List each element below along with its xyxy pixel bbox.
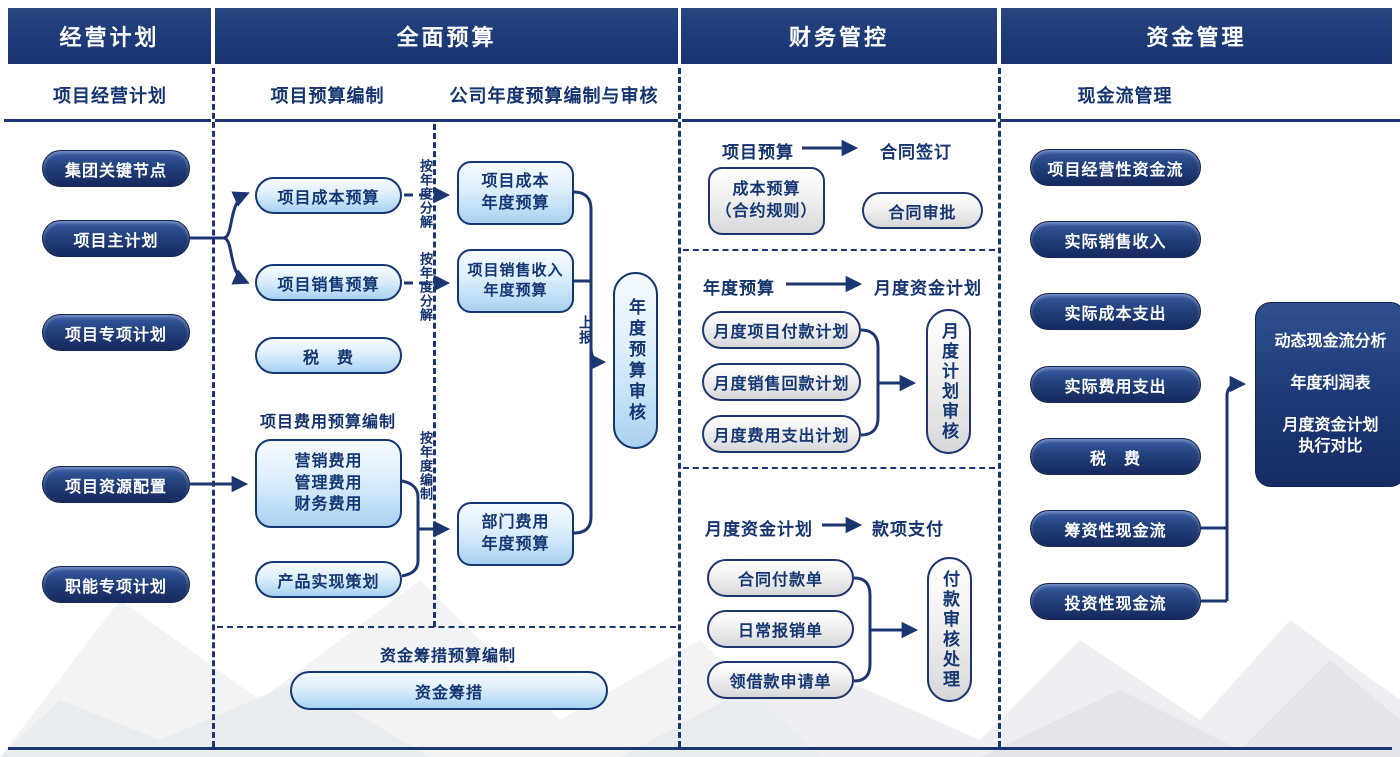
label-report-up: 上报 — [578, 315, 594, 345]
pill-monthly-sales-collection-plan: 月度销售回款计划 — [702, 363, 861, 401]
pill-monthly-plan-review: 月度计划审核 — [926, 309, 971, 454]
pill-project-master-plan: 项目主计划 — [42, 220, 190, 257]
pill-project-sales-budget: 项目销售预算 — [255, 264, 402, 301]
pill-functional-special-plan: 职能专项计划 — [42, 566, 190, 603]
pill-tax-fund: 税 费 — [1030, 438, 1201, 475]
pill-payment-review-processing: 付款审核处理 — [927, 557, 972, 702]
rule-col3 — [682, 119, 996, 122]
pill-daily-reimbursement-slip: 日常报销单 — [707, 610, 854, 648]
divider-budget-inner — [433, 124, 436, 627]
pill-investing-cash-flow: 投资性现金流 — [1030, 583, 1201, 620]
pill-project-operating-cash-flow: 项目经营性资金流 — [1030, 149, 1201, 186]
pill-contract-approval: 合同审批 — [862, 192, 983, 229]
header-fund-management: 资金管理 — [1001, 8, 1392, 64]
label-monthly-fund-plan-2: 月度资金计划 — [705, 520, 813, 539]
divider-col3-col4 — [998, 68, 1001, 747]
box-annual-sales-budget: 项目销售收入 年度预算 — [457, 249, 574, 313]
analysis-line-1: 动态现金流分析 — [1274, 333, 1387, 351]
box-dynamic-cash-flow-analysis: 动态现金流分析 年度利润表 月度资金计划 执行对比 — [1255, 302, 1400, 487]
subtitle-cash-flow-management: 现金流管理 — [1077, 86, 1173, 106]
label-compile-by-year: 按年度编制 — [418, 430, 433, 501]
connector-expense-brace — [401, 479, 420, 578]
pill-monthly-expense-payout-plan: 月度费用支出计划 — [702, 415, 861, 453]
pill-actual-expense-payout: 实际费用支出 — [1030, 366, 1201, 403]
pill-project-special-plan: 项目专项计划 — [42, 314, 190, 351]
pill-project-resource-allocation: 项目资源配置 — [42, 466, 190, 503]
pill-project-cost-budget: 项目成本预算 — [255, 177, 402, 214]
subtitle-project-budgeting: 项目预算编制 — [270, 86, 385, 106]
connector-payment-brace — [853, 576, 872, 683]
label-decompose-by-year-2: 按年度分解 — [418, 252, 433, 322]
label-payment: 款项支付 — [872, 520, 944, 539]
rule-col1 — [4, 119, 211, 122]
label-fundraising-budgeting: 资金筹措预算编制 — [379, 648, 516, 665]
box-expense-items: 营销费用 管理费用 财务费用 — [255, 439, 402, 528]
pill-tax-budget: 税 费 — [255, 337, 402, 374]
label-project-budget: 项目预算 — [722, 143, 794, 162]
header-budget: 全面预算 — [215, 8, 678, 64]
label-monthly-fund-plan: 月度资金计划 — [874, 279, 982, 298]
connector-master-plan-to-sales — [223, 236, 250, 285]
connector-monthly-brace — [860, 328, 880, 437]
pill-annual-budget-review: 年度预算审核 — [613, 272, 658, 449]
box-annual-cost-budget: 项目成本 年度预算 — [457, 161, 574, 225]
pill-product-realization-plan: 产品实现策划 — [255, 561, 402, 598]
header-financial-control: 财务管控 — [681, 8, 997, 64]
connector-report-arrow — [589, 347, 607, 371]
divider-col1-col2 — [212, 68, 215, 747]
subtitle-company-annual-budget: 公司年度预算编制与审核 — [449, 86, 659, 106]
pill-loan-application-slip: 领借款申请单 — [707, 661, 854, 699]
connector-annual-brace — [573, 190, 593, 535]
connector-to-analysis-box — [1225, 375, 1247, 601]
pill-group-key-nodes: 集团关键节点 — [42, 150, 190, 187]
pill-contract-payment-slip: 合同付款单 — [707, 559, 854, 597]
rule-col2 — [215, 119, 678, 122]
subtitle-project-business-plan: 项目经营计划 — [53, 86, 167, 106]
label-project-expense-budgeting: 项目费用预算编制 — [259, 414, 396, 431]
divider-control-2 — [683, 467, 995, 469]
connector-master-plan-to-cost — [223, 191, 250, 240]
pill-actual-sales-income: 实际销售收入 — [1030, 221, 1201, 258]
divider-col2-col3 — [678, 68, 681, 747]
label-contract-signing: 合同签订 — [880, 143, 952, 162]
divider-fundraising — [217, 626, 676, 628]
analysis-line-3: 月度资金计划 执行对比 — [1282, 416, 1379, 456]
label-decompose-by-year-1: 按年度分解 — [418, 159, 433, 229]
pill-actual-cost-payout: 实际成本支出 — [1030, 293, 1201, 330]
rule-bottom — [8, 747, 1392, 750]
label-annual-budget: 年度预算 — [703, 279, 775, 298]
pill-financing-cash-flow: 筹资性现金流 — [1030, 510, 1201, 547]
rule-col4 — [1000, 119, 1400, 122]
box-annual-dept-budget: 部门费用 年度预算 — [457, 502, 574, 566]
pill-fundraising: 资金筹措 — [290, 671, 608, 710]
box-cost-budget-contract-rules: 成本预算 （合约规则） — [708, 167, 825, 235]
analysis-line-2: 年度利润表 — [1290, 374, 1371, 392]
pill-monthly-project-payment-plan: 月度项目付款计划 — [702, 311, 861, 349]
divider-control-1 — [683, 249, 995, 251]
header-business-plan: 经营计划 — [8, 8, 211, 64]
